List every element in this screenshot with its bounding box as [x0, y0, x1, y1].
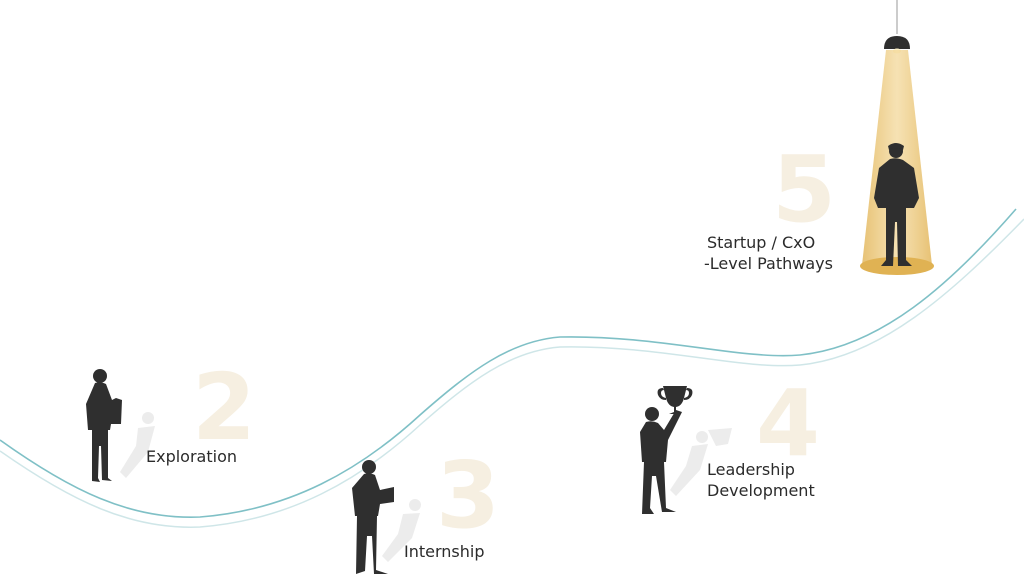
career-curve-shadow: [0, 218, 1024, 528]
person-in-spotlight-icon: [874, 143, 919, 266]
step-label-line: Exploration: [146, 447, 237, 466]
career-curve: [0, 208, 1017, 518]
step-label-line: Development: [707, 481, 815, 500]
step-label-line: Startup / CxO: [707, 233, 816, 252]
spotlight: [860, 0, 934, 275]
step-number-5: 5: [772, 136, 837, 243]
step-label-line: Internship: [404, 542, 485, 561]
step-label-line: Leadership: [707, 460, 795, 479]
person-with-laptop-icon: [352, 460, 421, 574]
person-with-book-icon: [86, 369, 155, 482]
person-raising-trophy-icon: [640, 386, 732, 514]
ceiling-lamp-icon: [884, 36, 910, 49]
step-number-3: 3: [436, 442, 501, 549]
step-number-2: 2: [192, 354, 257, 461]
step-label-leadership-development: Leadership Development: [707, 459, 815, 501]
step-label-startup-cxo: Startup / CxO -Level Pathways: [704, 232, 833, 274]
step-label-internship: Internship: [404, 541, 485, 562]
step-label-line: -Level Pathways: [704, 254, 833, 273]
step-label-exploration: Exploration: [146, 446, 237, 467]
step-number-4: 4: [756, 370, 821, 477]
spotlight-floor: [860, 257, 934, 275]
